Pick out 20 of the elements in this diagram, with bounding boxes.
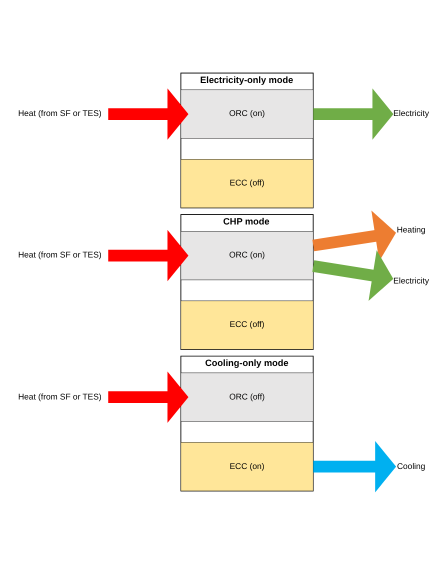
node-box: ECC (off) (180, 158, 314, 208)
node-text: Heat (from SF or TES) (18, 249, 102, 260)
arrow (313, 88, 394, 140)
node-box: ORC (on) (180, 230, 314, 280)
arrow (108, 229, 188, 281)
node-text: Electricity (393, 108, 430, 118)
node-box: ORC (on) (180, 89, 314, 138)
arrow (108, 370, 188, 422)
node-text: Cooling (396, 460, 426, 470)
node-text: Heating (396, 224, 426, 234)
arrow (312, 210, 396, 261)
node-box: ECC (on) (180, 442, 314, 491)
arrow (108, 88, 188, 140)
arrow (312, 250, 394, 300)
node-box: ECC (off) (180, 300, 314, 350)
arrow (313, 440, 396, 492)
node-box: ORC (off) (180, 372, 314, 422)
node-text: Heat (from SF or TES) (18, 108, 102, 118)
node-text: Heat (from SF or TES) (18, 390, 102, 401)
node-text: Electricity (393, 275, 430, 286)
